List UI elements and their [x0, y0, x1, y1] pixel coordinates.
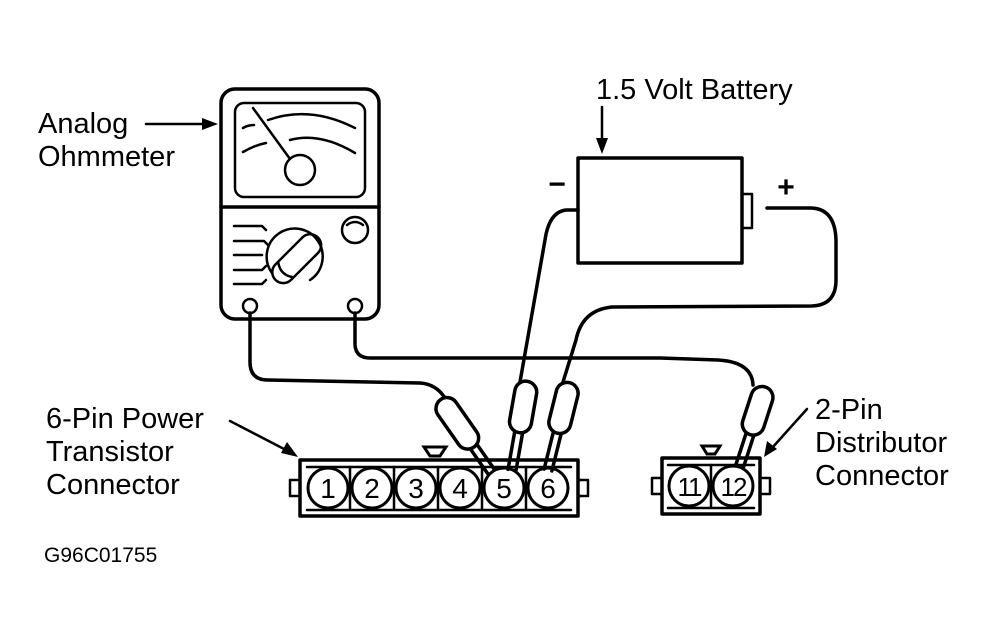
battery-label: 1.5 Volt Battery [596, 74, 793, 154]
pin-circle [482, 466, 526, 510]
six-pin-label: 6-Pin Power Transistor Connector [46, 403, 298, 501]
figure-code: G96C01755 [44, 544, 157, 567]
pin-number: 11 [678, 472, 703, 502]
ohmmeter-right-terminal [346, 297, 364, 315]
six-pin-pin-5: 5 [480, 465, 526, 511]
pin-circle [394, 466, 438, 510]
pin-number: 5 [496, 473, 512, 504]
wire-battery-positive-to-pin6 [561, 206, 838, 384]
range-mark [232, 264, 268, 272]
six-pin-pin-3: 3 [392, 465, 438, 511]
battery-positive-sign: + [777, 171, 795, 204]
six-pin-arrow-head [281, 442, 298, 457]
needle-pivot [283, 153, 317, 187]
range-mark [232, 278, 268, 286]
two-pin-label: 2-Pin Distributor Connector [764, 394, 949, 492]
two-pin-key-marker [699, 444, 723, 456]
probe-ohmmeter-to-pin12 [734, 384, 775, 469]
ohmmeter-arrow-head [202, 118, 218, 130]
pin-circle [306, 466, 350, 510]
two-pin-label-line3: Connector [815, 460, 949, 492]
six-pin-left-tab [288, 478, 302, 498]
six-pin-label-line1: 6-Pin Power [46, 403, 204, 435]
battery-label-text: 1.5 Volt Battery [596, 74, 793, 106]
probe-battery-negative-to-pin5 [506, 379, 539, 473]
pin-number: 3 [408, 473, 424, 504]
pin-circle [350, 466, 394, 510]
pin-circle [667, 464, 711, 508]
two-pin-label-line1: 2-Pin [815, 394, 883, 426]
pin-circle [438, 466, 482, 510]
pin-number: 6 [540, 473, 556, 504]
pin-circle [526, 466, 570, 510]
zero-adjust-mark [345, 220, 365, 227]
probe-ohmmeter-to-pin5 [434, 395, 497, 476]
two-pin-pin-11: 11 [667, 464, 711, 508]
probe-battery-positive-to-pin6 [542, 380, 580, 473]
two-pin-label-line2: Distributor [815, 427, 947, 459]
six-pin-arrow-line [228, 419, 288, 452]
two-pin-pin-12: 12 [709, 463, 755, 509]
battery-positive-terminal [740, 192, 754, 230]
zero-adjust-knob[interactable] [340, 215, 370, 245]
two-pin-connector: 11 12 [650, 444, 772, 516]
two-pin-arrow-head [764, 441, 777, 457]
six-pin-pin-6: 6 [524, 465, 570, 511]
pin-number: 1 [320, 473, 336, 504]
meter-needle [251, 106, 292, 161]
pin-number: 4 [452, 473, 468, 504]
ohmmeter-left-terminal [241, 297, 259, 315]
selector-knob[interactable] [268, 230, 326, 288]
two-pin-arrow-line [770, 407, 809, 450]
scale-arc [266, 112, 357, 130]
battery-negative-sign: − [548, 168, 566, 201]
battery-arrow-head [596, 138, 608, 154]
analog-ohmmeter [219, 87, 381, 321]
selector-knob-ring [265, 227, 324, 282]
ohmmeter-label: Analog Ohmmeter [38, 108, 218, 173]
battery-body [576, 156, 744, 265]
six-pin-label-line2: Transistor [46, 436, 174, 468]
ohmmeter-label-line1: Analog [38, 108, 128, 140]
pin-number: 2 [364, 473, 380, 504]
six-pin-pin-2: 2 [348, 465, 394, 511]
six-pin-label-line3: Connector [46, 469, 180, 501]
scale-arc [288, 136, 357, 155]
pin-circle [711, 464, 755, 508]
range-mark [232, 224, 268, 232]
wire-battery-negative-to-pin5 [518, 208, 580, 384]
two-pin-right-tab [758, 476, 772, 496]
scale-arc [241, 141, 268, 154]
ohmmeter-body [219, 87, 381, 321]
six-pin-right-tab [576, 478, 590, 498]
ohmmeter-label-line2: Ohmmeter [38, 141, 175, 173]
wire-ohmmeter-left-to-pin5 [248, 311, 447, 400]
six-pin-key-marker [421, 445, 449, 458]
scale-arc [241, 123, 256, 130]
wire-ohmmeter-right-to-pin12 [353, 311, 755, 387]
range-mark [232, 239, 270, 247]
six-pin-pin-4: 4 [436, 465, 482, 511]
ohmmeter-dial-window [233, 101, 367, 199]
six-pin-pin-1: 1 [306, 466, 350, 510]
pin-number: 12 [721, 472, 747, 502]
battery: − + [548, 156, 795, 265]
two-pin-left-tab [650, 476, 664, 496]
